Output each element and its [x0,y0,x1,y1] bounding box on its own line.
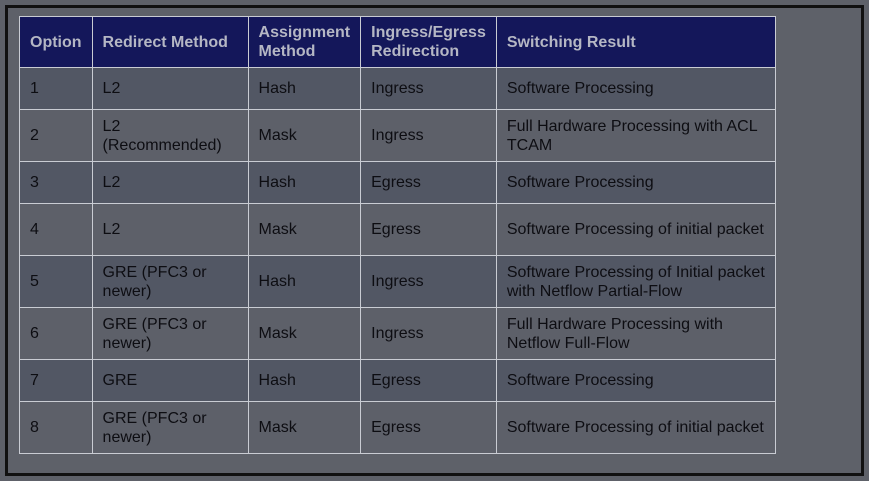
table-row: 8 GRE (PFC3 or newer) Mask Egress Softwa… [19,401,776,454]
cell-option: 3 [19,161,93,204]
header-redirect-method: Redirect Method [91,16,249,68]
cell-option: 8 [19,401,93,454]
header-ingress-egress: Ingress/Egress Redirection [360,16,497,68]
header-switching-result: Switching Result [495,16,776,68]
cell-redirection: Ingress [360,109,497,162]
cell-option: 5 [19,255,93,308]
cell-redirect-method: GRE (PFC3 or newer) [91,307,249,360]
cell-redirect-method: L2 (Recommended) [91,109,249,162]
cell-option: 7 [19,359,93,402]
cell-switching-result: Software Processing of Initial packet wi… [495,255,776,308]
cell-option: 1 [19,67,93,110]
cell-redirect-method: L2 [91,203,249,256]
cell-redirect-method: GRE (PFC3 or newer) [91,401,249,454]
cell-option: 4 [19,203,93,256]
cell-switching-result: Full Hardware Processing with Netflow Fu… [495,307,776,360]
slide-frame: Option Redirect Method Assignment Method… [5,5,864,476]
cell-redirection: Egress [360,359,497,402]
table-row: 4 L2 Mask Egress Software Processing of … [19,203,776,256]
cell-switching-result: Software Processing of initial packet [495,203,776,256]
cell-redirect-method: L2 [91,161,249,204]
cell-switching-result: Full Hardware Processing with ACL TCAM [495,109,776,162]
cell-redirect-method: GRE [91,359,249,402]
cell-redirection: Ingress [360,67,497,110]
cell-redirection: Egress [360,203,497,256]
cell-option: 2 [19,109,93,162]
cell-option: 6 [19,307,93,360]
cell-assignment-method: Hash [247,255,362,308]
cell-switching-result: Software Processing [495,67,776,110]
cell-switching-result: Software Processing [495,161,776,204]
cell-redirect-method: L2 [91,67,249,110]
table-row: 2 L2 (Recommended) Mask Ingress Full Har… [19,109,776,162]
cell-redirect-method: GRE (PFC3 or newer) [91,255,249,308]
cell-assignment-method: Mask [247,401,362,454]
header-option: Option [19,16,93,68]
table-row: 5 GRE (PFC3 or newer) Hash Ingress Softw… [19,255,776,308]
cell-assignment-method: Mask [247,307,362,360]
cell-assignment-method: Hash [247,161,362,204]
cell-redirection: Egress [360,401,497,454]
cell-assignment-method: Hash [247,67,362,110]
table-row: 6 GRE (PFC3 or newer) Mask Ingress Full … [19,307,776,360]
cell-assignment-method: Hash [247,359,362,402]
table-row: 1 L2 Hash Ingress Software Processing [19,67,776,110]
header-assignment-method: Assignment Method [247,16,362,68]
cell-redirection: Egress [360,161,497,204]
cell-redirection: Ingress [360,255,497,308]
cell-assignment-method: Mask [247,109,362,162]
cell-switching-result: Software Processing [495,359,776,402]
cell-redirection: Ingress [360,307,497,360]
cell-switching-result: Software Processing of initial packet [495,401,776,454]
table-row: 3 L2 Hash Egress Software Processing [19,161,776,204]
table-row: 7 GRE Hash Egress Software Processing [19,359,776,402]
table-header-row: Option Redirect Method Assignment Method… [19,16,776,68]
wccp-redirection-table: Option Redirect Method Assignment Method… [19,16,776,454]
cell-assignment-method: Mask [247,203,362,256]
